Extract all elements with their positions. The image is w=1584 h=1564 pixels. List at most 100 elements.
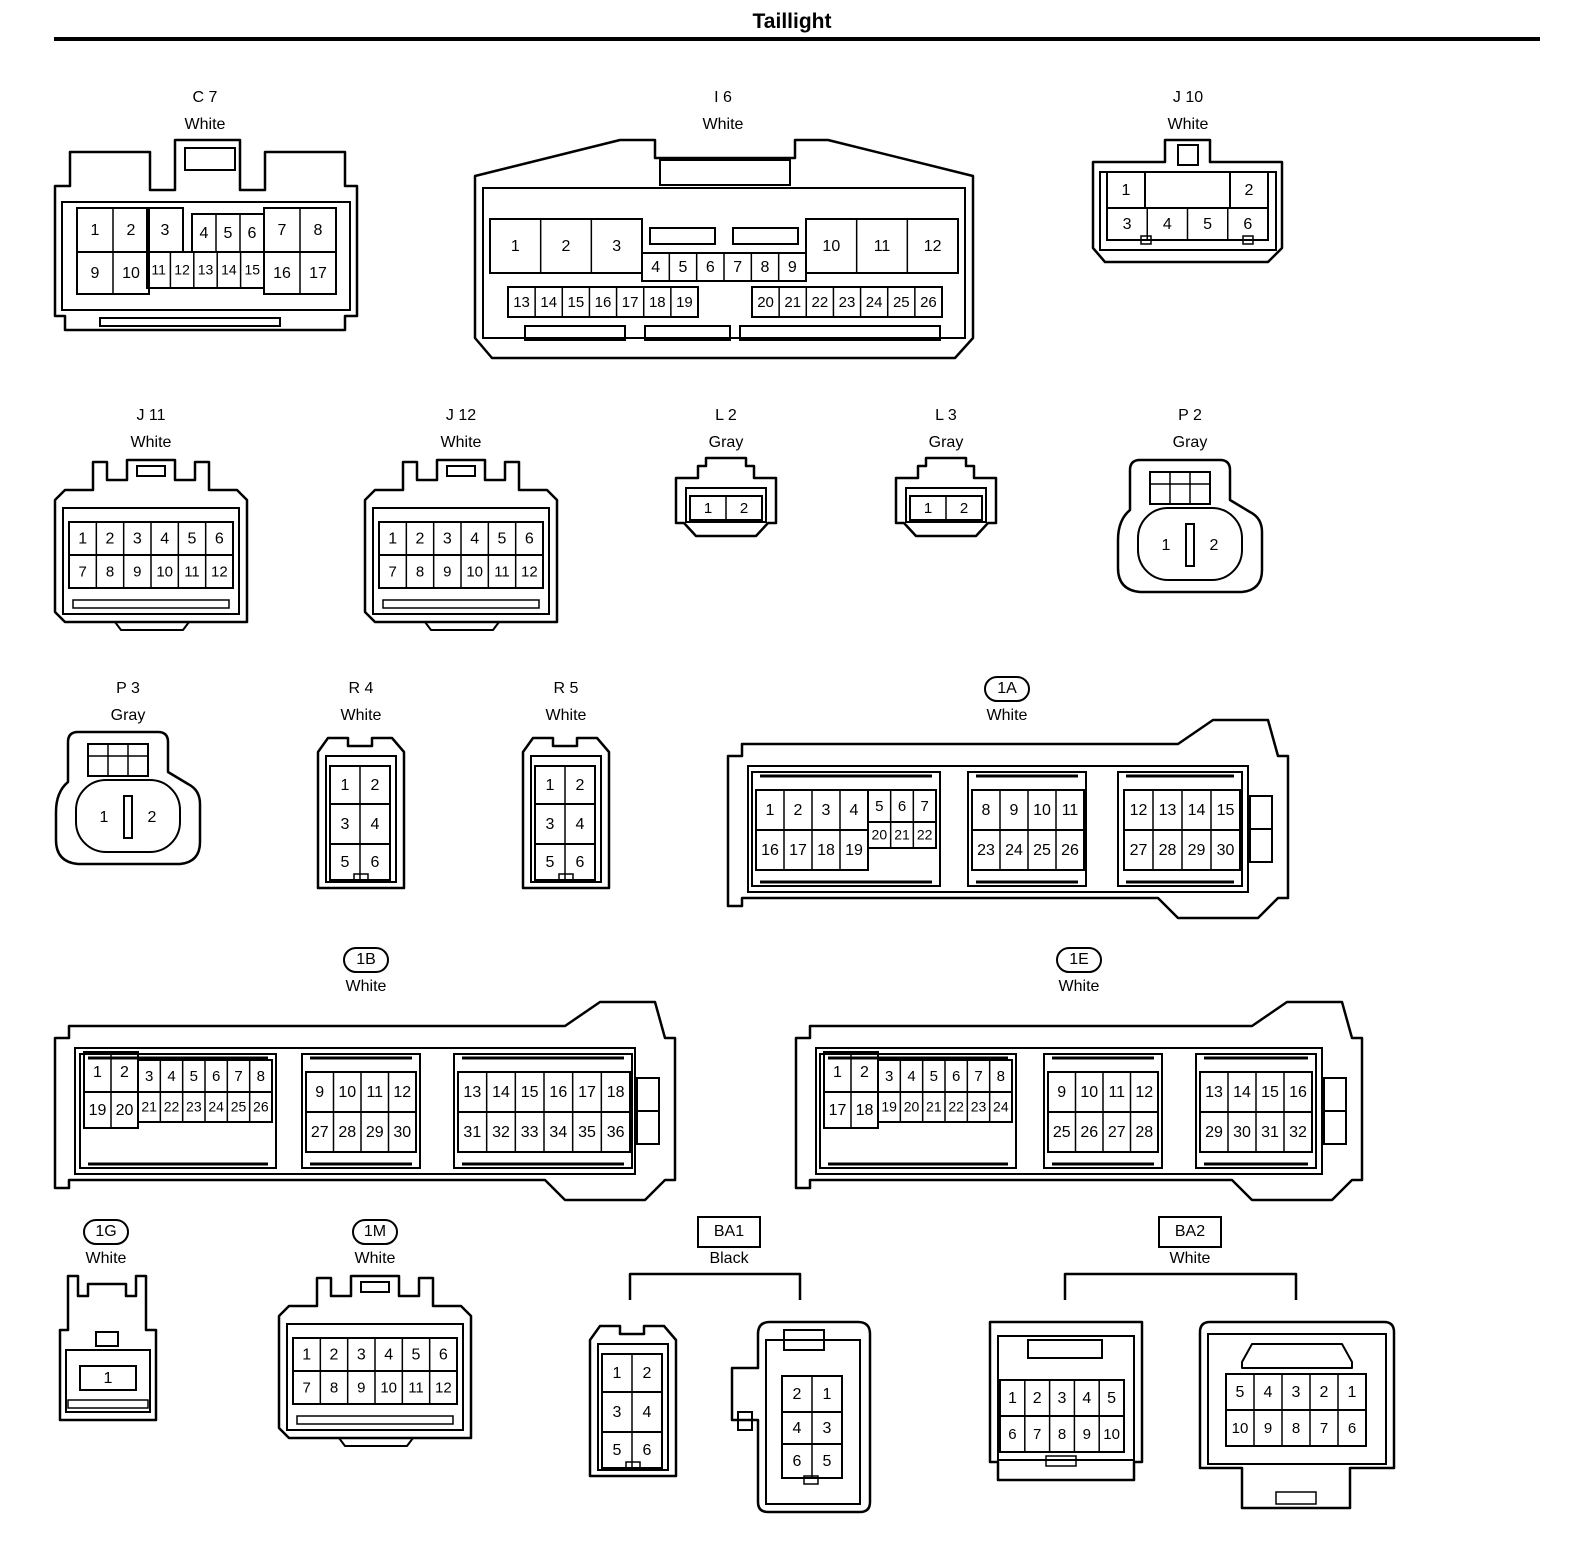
seal-ring (75, 779, 181, 853)
pin-number: 14 (1233, 1084, 1251, 1101)
pin-number: 4 (1082, 1390, 1091, 1407)
outline (65, 1349, 151, 1413)
pin-number: 13 (463, 1084, 481, 1101)
outline (732, 227, 799, 245)
pin-number: 4 (576, 816, 585, 833)
outline (353, 873, 369, 883)
connector-code: R 5 (554, 680, 579, 697)
outline (1195, 1053, 1317, 1169)
seal-ring (1137, 507, 1243, 581)
pin-number: 2 (416, 531, 425, 548)
pin-number: 1 (833, 1064, 842, 1081)
pin-number: 12 (521, 563, 538, 580)
pin-number: 33 (521, 1124, 539, 1141)
pin-number: 1 (302, 1347, 311, 1364)
pin-number: 8 (106, 563, 114, 580)
pin-number: 2 (148, 809, 157, 826)
outline (815, 1047, 1323, 1175)
pin-number: 20 (872, 827, 888, 843)
outline (136, 465, 166, 477)
outline (99, 317, 281, 327)
pin-number: 6 (439, 1347, 448, 1364)
pin-number: 11 (151, 262, 166, 278)
pin-number: 10 (1232, 1420, 1249, 1437)
connector-code: R 4 (349, 680, 374, 697)
pin-number: 5 (546, 854, 555, 871)
pin-number: 19 (845, 842, 863, 859)
connector-color: White (131, 434, 172, 451)
pin-number: 12 (1135, 1084, 1153, 1101)
pin-number: 17 (309, 265, 327, 282)
pin-number: 5 (498, 531, 507, 548)
outline (301, 1053, 421, 1169)
connector-color: White (703, 116, 744, 133)
housing-outline (794, 1000, 1364, 1202)
pin-number: 26 (920, 294, 937, 311)
outline (1043, 1053, 1163, 1169)
pin-number: 32 (1289, 1124, 1307, 1141)
outline (1275, 1491, 1317, 1505)
pin-number: 35 (578, 1124, 596, 1141)
pin-number: 20 (116, 1102, 134, 1119)
pin-number: 14 (540, 294, 557, 311)
connector-code: J 10 (1173, 89, 1203, 106)
pin-number: 8 (416, 563, 424, 580)
housing-outline (588, 1324, 678, 1478)
pin-number: 2 (1320, 1384, 1329, 1401)
pin-number: 9 (1264, 1420, 1272, 1437)
connector-code: L 3 (935, 407, 957, 424)
connector-code: L 2 (715, 407, 737, 424)
pin-number: 2 (120, 1064, 129, 1081)
outline (87, 743, 149, 777)
pin-number: 1 (100, 809, 109, 826)
pin-number: 22 (917, 827, 933, 843)
pin-number: 2 (793, 1386, 802, 1403)
pin-number: 4 (371, 816, 380, 833)
pin-number: 9 (443, 563, 451, 580)
pin-number: 1 (924, 500, 932, 517)
connector-code: 1B (356, 951, 376, 968)
pin-number: 19 (89, 1102, 107, 1119)
outline (751, 771, 941, 887)
outline (72, 599, 230, 609)
pin-number: 3 (823, 1420, 832, 1437)
pin-number: 5 (875, 798, 883, 815)
connector-color: White (1170, 1250, 1211, 1267)
pin-number: 24 (993, 1099, 1009, 1115)
outline (747, 765, 1249, 893)
pin-number: 16 (595, 294, 612, 311)
outline (659, 159, 791, 186)
housing-outline (424, 621, 500, 631)
connector-code-box (697, 1216, 761, 1248)
pin-number: 6 (525, 531, 534, 548)
pin-row (751, 286, 943, 318)
pin-number: 9 (1010, 802, 1019, 819)
pin-number: 7 (78, 563, 86, 580)
housing-outline (1241, 1343, 1353, 1369)
pin-row (1225, 1409, 1367, 1447)
pin-number: 9 (788, 259, 797, 276)
pin-number: 26 (1080, 1124, 1098, 1141)
pin-number: 34 (549, 1124, 567, 1141)
pin-number: 1 (766, 802, 775, 819)
pin-number: 1 (93, 1064, 102, 1081)
housing-outline (674, 456, 778, 538)
housing-outline (53, 138, 359, 332)
outline (184, 147, 236, 171)
connector-code: I 6 (714, 89, 732, 106)
connector-color: Gray (929, 434, 964, 451)
pin-number: 18 (856, 1102, 874, 1119)
pin-number: 12 (174, 262, 190, 278)
pin-number: 4 (793, 1420, 802, 1437)
pin-number: 30 (1217, 842, 1235, 859)
connector-color: White (185, 116, 226, 133)
pin-number: 9 (357, 1379, 365, 1396)
outline (1207, 1333, 1387, 1465)
pin-number: 3 (612, 238, 621, 255)
pin-number: 6 (371, 854, 380, 871)
